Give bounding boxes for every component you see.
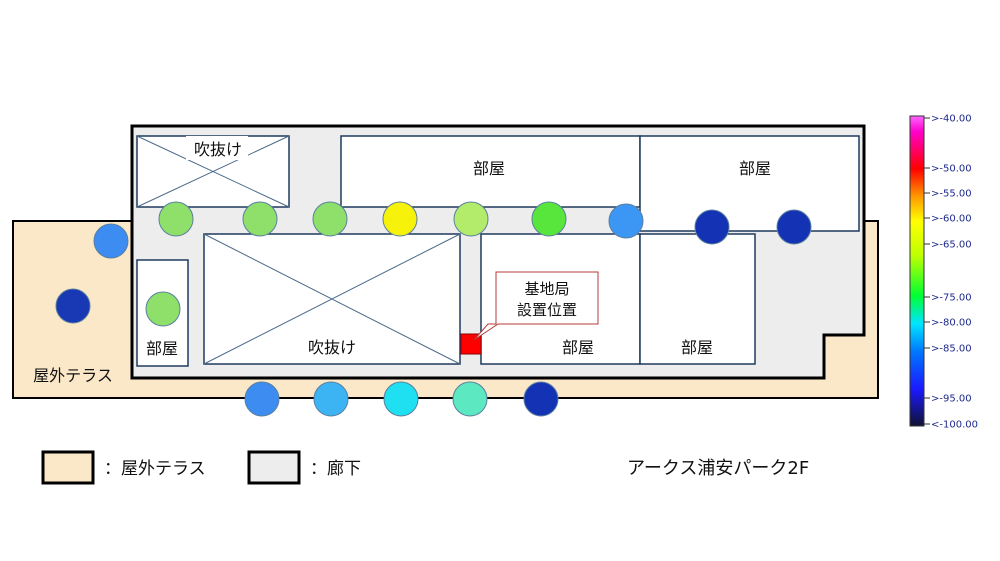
measurement-point-7 bbox=[608, 203, 644, 239]
measurement-point-10 bbox=[93, 223, 129, 259]
measurement-point-17 bbox=[523, 381, 559, 417]
atrium-small-label: 吹抜け bbox=[194, 140, 242, 159]
measurement-point-6 bbox=[531, 201, 567, 237]
scale-tick-label: >-75.00 bbox=[931, 293, 972, 304]
room-top-center-label: 部屋 bbox=[473, 159, 505, 178]
measurement-point-8 bbox=[694, 209, 730, 245]
measurement-point-4 bbox=[382, 201, 418, 237]
scale-tick-label: >-60.00 bbox=[931, 214, 972, 225]
measurement-point-1 bbox=[158, 201, 194, 237]
scale-tick-label: >-80.00 bbox=[931, 318, 972, 329]
measurement-points bbox=[55, 201, 812, 417]
room-center-label: 部屋 bbox=[562, 338, 594, 357]
room-right bbox=[639, 233, 756, 365]
scale-tick-label: <-100.00 bbox=[931, 420, 978, 431]
legend-terrace-swatch bbox=[41, 450, 95, 485]
measurement-point-5 bbox=[453, 201, 489, 237]
legend-corridor-swatch bbox=[247, 450, 301, 485]
scale-tick-label: >-65.00 bbox=[931, 240, 972, 251]
signal-color-scale bbox=[909, 115, 925, 427]
atrium-large-label: 吹抜け bbox=[308, 338, 356, 357]
room-top-center bbox=[340, 135, 641, 208]
legend-terrace-label: ：屋外テラス bbox=[104, 459, 206, 479]
measurement-point-14 bbox=[313, 381, 349, 417]
base-station-label-2: 設置位置 bbox=[517, 301, 577, 319]
measurement-point-2 bbox=[242, 201, 278, 237]
scale-tick-label: >-95.00 bbox=[931, 394, 972, 405]
measurement-point-13 bbox=[244, 381, 280, 417]
terrace-label: 屋外テラス bbox=[33, 366, 113, 385]
base-station-callout bbox=[473, 271, 599, 341]
measurement-point-9 bbox=[776, 209, 812, 245]
measurement-point-3 bbox=[312, 201, 348, 237]
scale-tick-label: >-85.00 bbox=[931, 344, 972, 355]
room-right-label: 部屋 bbox=[681, 338, 713, 357]
room-top-right bbox=[639, 135, 860, 232]
scale-tick-label: >-40.00 bbox=[931, 114, 972, 125]
measurement-point-15 bbox=[383, 381, 419, 417]
scale-tick-label: >-55.00 bbox=[931, 189, 972, 200]
scale-ticks: >-40.00 >-50.00 >-55.00 >-60.00 >-65.00 >-75.… bbox=[924, 114, 978, 431]
base-station-label-1: 基地局 bbox=[524, 280, 569, 298]
scale-tick-label: >-50.00 bbox=[931, 164, 972, 175]
measurement-point-11 bbox=[55, 288, 91, 324]
room-left-label: 部屋 bbox=[146, 339, 178, 358]
measurement-point-16 bbox=[452, 381, 488, 417]
floor-title: アークス浦安パーク2F bbox=[627, 458, 809, 479]
legend-corridor-label: ：廊下 bbox=[310, 459, 361, 479]
measurement-point-12 bbox=[145, 291, 181, 327]
room-top-right-label: 部屋 bbox=[739, 159, 771, 178]
